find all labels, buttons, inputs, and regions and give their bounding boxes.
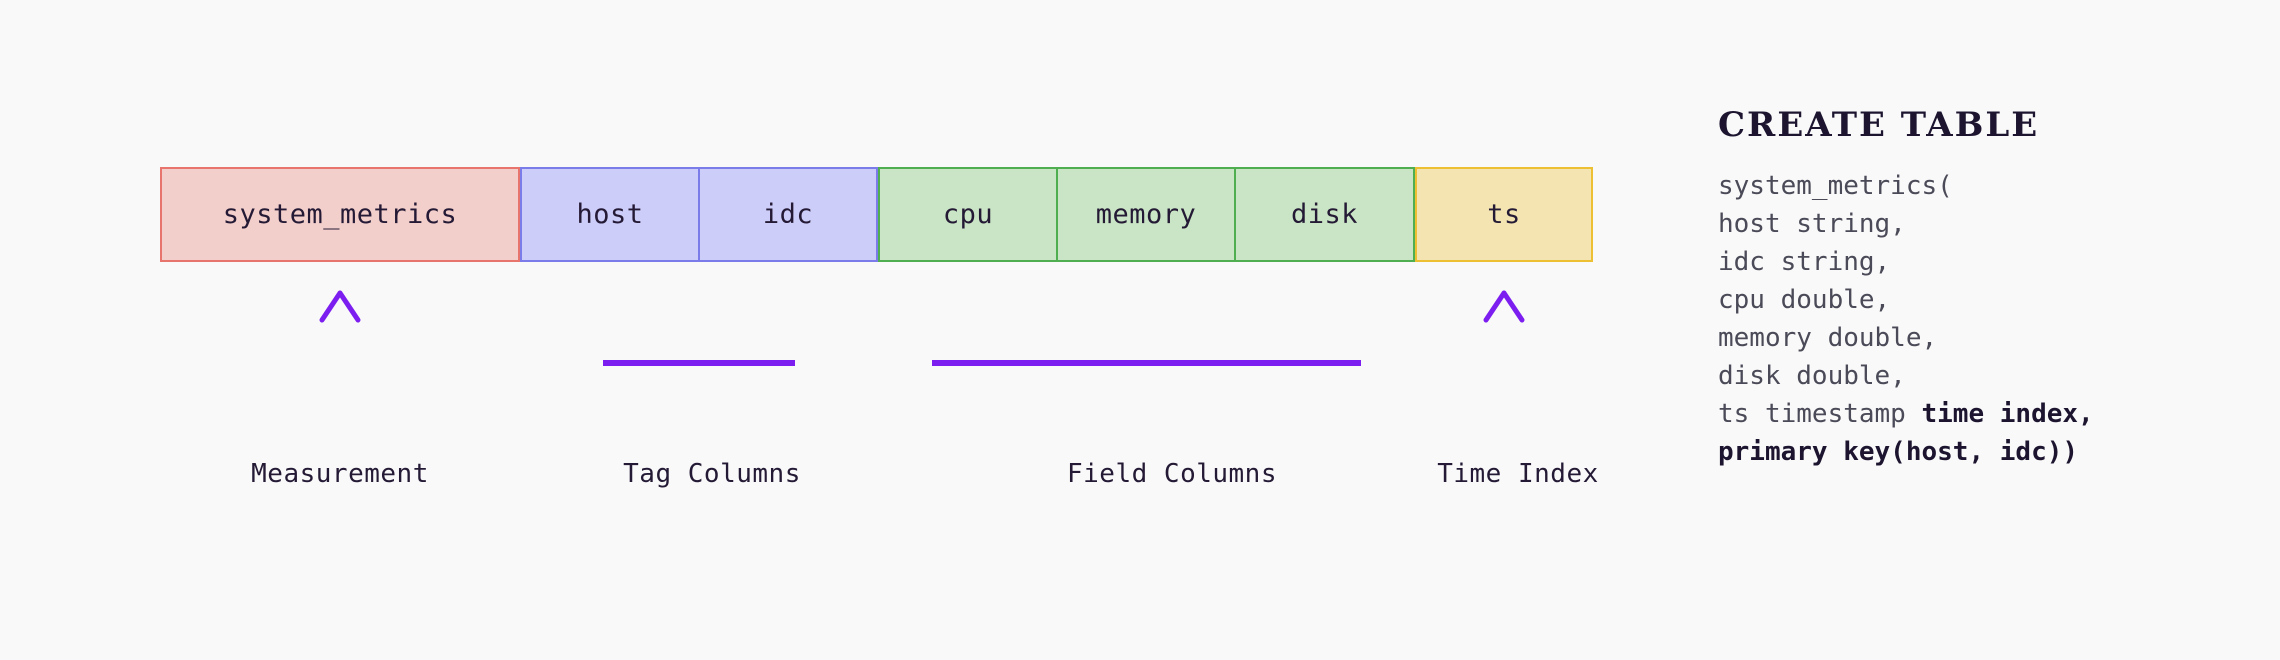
cell-label: host bbox=[576, 199, 644, 230]
annotation-label-time-index: Time Index bbox=[1437, 459, 1599, 489]
create-table-code-line: ts timestamp time index, bbox=[1718, 399, 2094, 429]
connector-arrow-measurement bbox=[319, 290, 361, 412]
create-table-title: CREATE TABLE bbox=[1718, 105, 2040, 145]
create-table-code-line: disk double, bbox=[1718, 361, 1906, 391]
table-cell-measurement: system_metrics bbox=[160, 167, 520, 262]
connector-bracket-field-columns bbox=[932, 299, 1361, 412]
create-table-code-line: idc string, bbox=[1718, 247, 1891, 277]
annotation-label-field-columns: Field Columns bbox=[1067, 459, 1277, 489]
create-table-panel: CREATE TABLE system_metrics(host string,… bbox=[1718, 105, 2094, 471]
create-table-code-line: host string, bbox=[1718, 209, 1906, 239]
cell-label: system_metrics bbox=[222, 199, 458, 230]
connector-bracket-tag-columns bbox=[603, 299, 795, 412]
cell-label: disk bbox=[1290, 199, 1359, 230]
annotation-label-tag-columns: Tag Columns bbox=[623, 459, 801, 489]
table-cell-ts: ts bbox=[1415, 167, 1593, 262]
cell-label: idc bbox=[762, 199, 814, 230]
create-table-code-line: cpu double, bbox=[1718, 285, 1891, 315]
cell-label: cpu bbox=[942, 199, 994, 230]
create-table-code: system_metrics(host string, idc string, cp… bbox=[1718, 167, 2094, 471]
table-cell-memory: memory bbox=[1057, 167, 1235, 262]
cell-label: ts bbox=[1487, 199, 1521, 230]
create-table-code-line: memory double, bbox=[1718, 323, 1938, 353]
table-cell-host: host bbox=[520, 167, 699, 262]
connector-arrow-time-index bbox=[1483, 290, 1525, 412]
create-table-code-line: system_metrics( bbox=[1718, 171, 1953, 201]
cell-label: memory bbox=[1095, 199, 1197, 230]
create-table-code-line: primary key(host, idc)) bbox=[1718, 437, 2079, 467]
table-cell-cpu: cpu bbox=[878, 167, 1057, 262]
annotation-label-measurement: Measurement bbox=[251, 459, 429, 489]
table-cell-idc: idc bbox=[699, 167, 878, 262]
table-schema-strip: system_metrics host idc cpu memory disk … bbox=[160, 167, 1593, 262]
table-cell-disk: disk bbox=[1235, 167, 1415, 262]
